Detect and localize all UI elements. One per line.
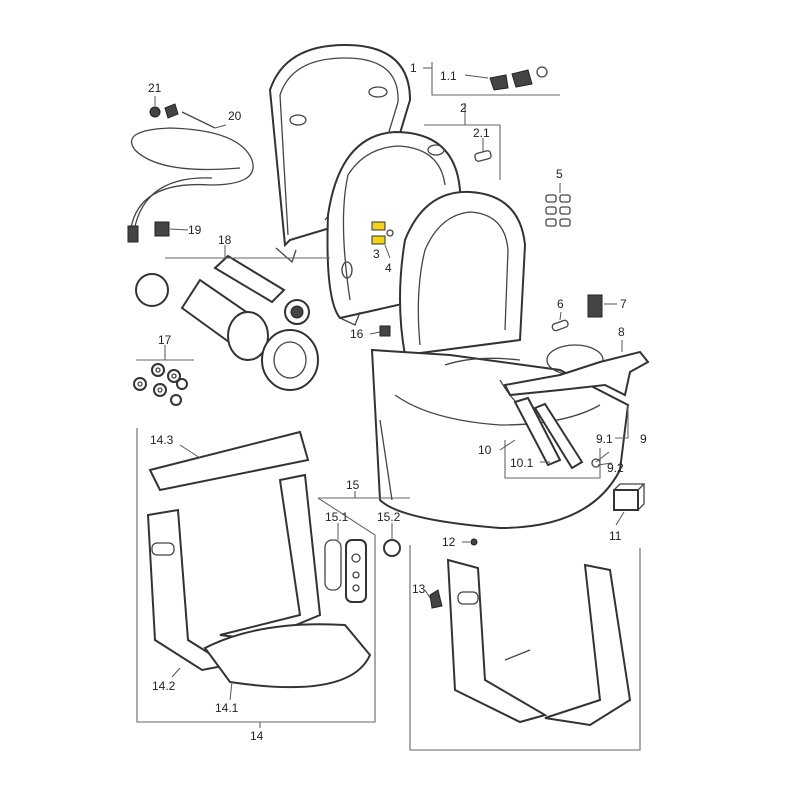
label-19: 19 <box>188 223 202 237</box>
pin-2-1-part <box>474 150 492 162</box>
label-8: 8 <box>618 325 625 339</box>
filter-cube-part <box>613 483 646 511</box>
label-5: 5 <box>556 167 563 181</box>
label-13: 13 <box>412 582 426 596</box>
plugs-part <box>545 194 571 227</box>
label-14: 14 <box>250 729 264 743</box>
cable-part <box>127 103 254 243</box>
nozzle-part <box>587 294 603 318</box>
hinge-hardware-part <box>489 66 548 91</box>
label-7: 7 <box>620 297 627 311</box>
label-1-1: 1.1 <box>440 69 457 83</box>
hinge-highlight <box>371 221 394 245</box>
label-14-3: 14.3 <box>150 433 174 447</box>
label-4: 4 <box>385 261 392 275</box>
washers-part <box>133 363 188 406</box>
side-panel-left <box>146 430 372 689</box>
label-14-2: 14.2 <box>152 679 176 693</box>
label-9-2: 9.2 <box>607 461 624 475</box>
label-10: 10 <box>478 443 492 457</box>
label-21: 21 <box>148 81 162 95</box>
label-2: 2 <box>460 101 467 115</box>
label-1: 1 <box>410 61 417 75</box>
pipes-part <box>135 254 319 391</box>
screw-part <box>470 538 478 546</box>
label-11: 11 <box>609 529 622 543</box>
arm-parts <box>513 396 601 470</box>
label-18: 18 <box>218 233 232 247</box>
lid-part <box>268 43 412 264</box>
label-16: 16 <box>350 327 364 341</box>
label-6: 6 <box>557 297 564 311</box>
bracket-part <box>503 350 650 397</box>
label-3: 3 <box>373 247 380 261</box>
label-20: 20 <box>228 109 242 123</box>
label-9-1: 9.1 <box>596 432 613 446</box>
label-2-1: 2.1 <box>473 126 490 140</box>
label-12: 12 <box>442 535 456 549</box>
label-15-1: 15.1 <box>325 510 349 524</box>
label-14-1: 14.1 <box>215 701 239 715</box>
label-10-1: 10.1 <box>510 456 534 470</box>
label-15: 15 <box>346 478 360 492</box>
side-panel-right <box>429 558 632 727</box>
label-17: 17 <box>158 333 172 347</box>
remote-part <box>324 539 401 603</box>
label-15-2: 15.2 <box>377 510 401 524</box>
label-9: 9 <box>640 432 647 446</box>
clip-part <box>379 325 391 337</box>
pin-part <box>551 319 569 332</box>
toilet-body <box>370 190 630 530</box>
